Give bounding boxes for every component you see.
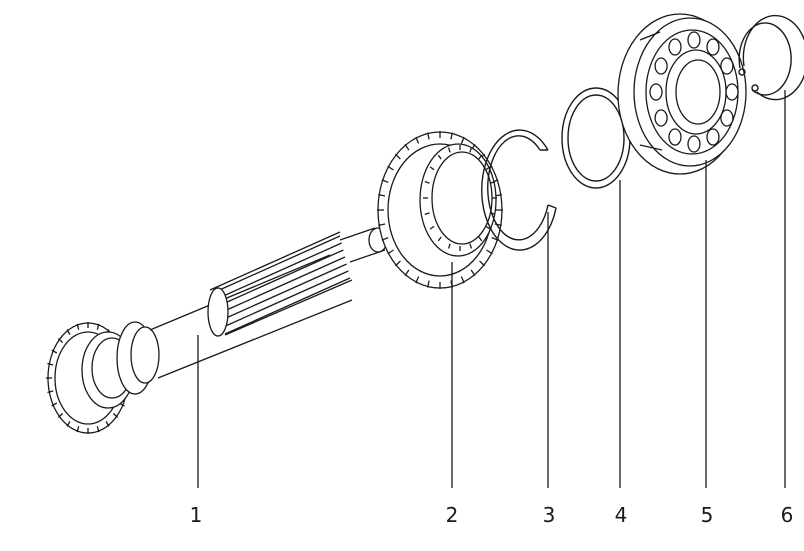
callout-5: 5	[701, 503, 714, 527]
callout-6: 6	[781, 503, 794, 527]
shaft-end-gear	[46, 322, 135, 434]
ball-bearing	[617, 13, 747, 175]
leader-lines	[197, 90, 786, 488]
callout-4: 4	[615, 503, 628, 527]
snap-ring-open	[481, 129, 557, 251]
circlip	[738, 14, 804, 101]
callout-1: 1	[190, 503, 203, 527]
input-shaft	[46, 227, 388, 434]
callout-3: 3	[543, 503, 556, 527]
callout-2: 2	[446, 503, 459, 527]
gear	[377, 131, 503, 289]
callout-labels: 1 2 3 4 5 6	[190, 503, 794, 527]
